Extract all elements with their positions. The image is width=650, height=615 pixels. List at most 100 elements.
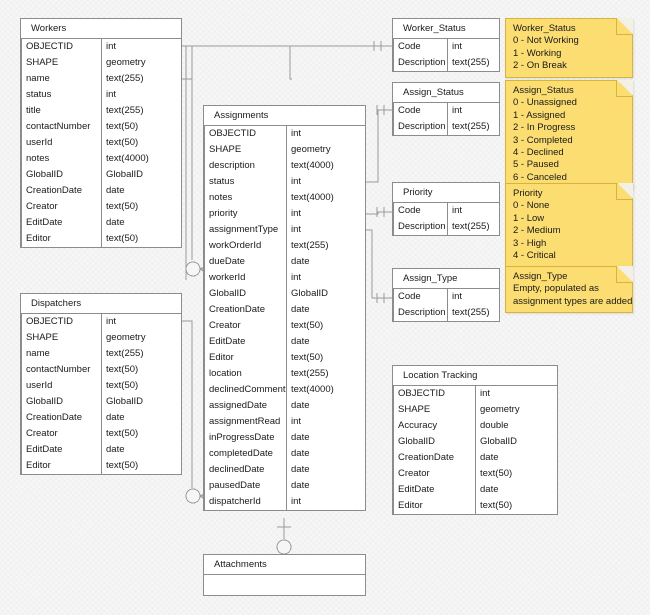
entity-title: Workers (21, 19, 181, 39)
table-row: CreationDate date (21, 410, 181, 426)
field-type: date (106, 412, 125, 423)
field-name: status (209, 176, 235, 187)
field-type: int (291, 272, 302, 283)
note-worker-status[interactable]: Worker_Status 0 - Not Working 1 - Workin… (505, 18, 633, 78)
field-name: CreationDate (209, 304, 265, 315)
field-name: SHAPE (26, 57, 59, 68)
field-name: GlobalID (26, 396, 63, 407)
field-type: text(255) (106, 105, 144, 116)
field-name: Description (398, 57, 446, 68)
note-assign-status[interactable]: Assign_Status 0 - Unassigned 1 - Assigne… (505, 80, 633, 190)
field-type: text(50) (106, 137, 139, 148)
field-name: OBJECTID (209, 128, 256, 139)
field-type: text(50) (480, 468, 513, 479)
field-name: EditDate (26, 444, 63, 455)
field-name: assignmentType (209, 224, 279, 235)
note-priority[interactable]: Priority 0 - None 1 - Low 2 - Medium 3 -… (505, 183, 633, 268)
field-name: CreationDate (398, 452, 454, 463)
field-name: contactNumber (26, 121, 91, 132)
field-type: int (452, 41, 463, 52)
note-line: 3 - High (513, 237, 547, 249)
field-name: Code (398, 291, 421, 302)
field-name: pausedDate (209, 480, 261, 491)
note-line: 2 - Medium (513, 225, 561, 237)
note-title: Assign_Status (513, 85, 574, 96)
field-type: GlobalID (106, 396, 143, 407)
field-type: geometry (480, 404, 520, 415)
field-type: text(4000) (291, 384, 334, 395)
field-name: Code (398, 41, 421, 52)
field-name: completedDate (209, 448, 273, 459)
field-type: text(50) (106, 428, 139, 439)
field-name: Description (398, 121, 446, 132)
field-type: date (291, 464, 310, 475)
field-type: text(255) (291, 240, 329, 251)
field-type: text(50) (106, 201, 139, 212)
field-name: Creator (26, 428, 58, 439)
field-name: CreationDate (26, 412, 82, 423)
note-line: 3 - Completed (513, 134, 573, 146)
note-line: 4 - Declined (513, 147, 564, 159)
field-name: Accuracy (398, 420, 438, 431)
field-name: priority (209, 208, 238, 219)
table-row: Code int (393, 39, 499, 55)
field-name: Editor (26, 233, 51, 244)
field-type: int (291, 128, 302, 139)
field-name: status (26, 89, 52, 100)
field-type: date (106, 185, 125, 196)
field-name: assignedDate (209, 400, 268, 411)
field-name: dueDate (209, 256, 245, 267)
field-name: notes (209, 192, 233, 203)
table-row: OBJECTID int (204, 126, 365, 142)
field-type: int (452, 205, 463, 216)
field-type: text(255) (452, 307, 490, 318)
note-assign-type[interactable]: Assign_Type Empty, populated as assignme… (505, 266, 633, 314)
field-type: date (291, 256, 310, 267)
field-type: geometry (291, 144, 331, 155)
note-line: 2 - On Break (513, 60, 567, 72)
field-name: inProgressDate (209, 432, 275, 443)
table-row: declinedComment text(4000) (204, 382, 365, 398)
field-name: declinedComment (209, 384, 286, 395)
field-name: userId (26, 380, 53, 391)
entity-title: Location Tracking (393, 366, 557, 386)
entity-title: Assign_Status (393, 83, 499, 103)
field-type: text(255) (106, 73, 144, 84)
field-type: GlobalID (480, 436, 517, 447)
field-type: text(50) (291, 320, 324, 331)
table-row: dueDate date (204, 254, 365, 270)
field-name: SHAPE (398, 404, 431, 415)
entity-attachments[interactable]: Attachments (203, 554, 366, 596)
entity-title: Worker_Status (393, 19, 499, 39)
entity-fields (204, 575, 365, 595)
empty-field-band (204, 575, 365, 595)
